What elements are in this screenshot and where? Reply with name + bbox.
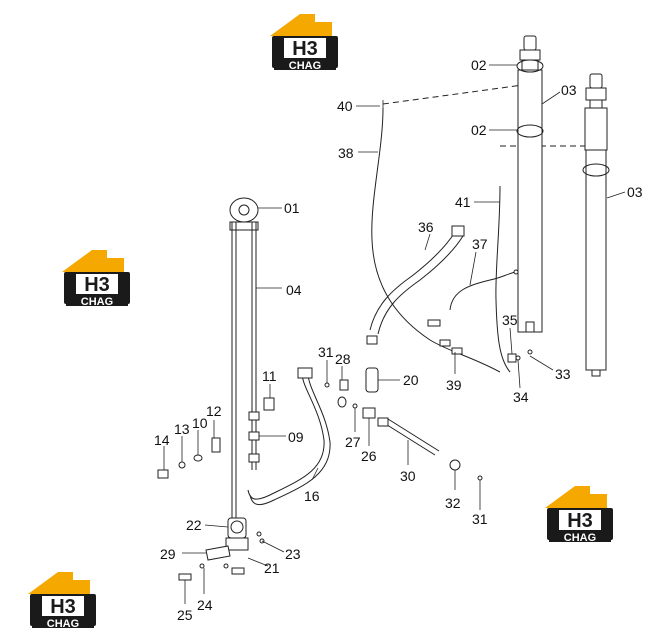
label-33: 33 — [555, 366, 571, 382]
label-10: 10 — [192, 415, 208, 431]
label-34: 34 — [513, 389, 529, 405]
label-09: 09 — [288, 429, 304, 445]
label-21: 21 — [264, 560, 280, 576]
label-04: 04 — [286, 282, 302, 298]
logo-mark: H3 — [292, 38, 318, 60]
logo-word: CHAG — [81, 296, 113, 308]
logo-mark: H3 — [84, 274, 110, 296]
brand-logo: H3 CHAG — [62, 250, 130, 308]
label-02: 02 — [471, 57, 487, 73]
label-03: 03 — [561, 82, 577, 98]
lift-cylinder-2 — [582, 73, 610, 377]
label-01: 01 — [284, 200, 300, 216]
brand-logo: H3 CHAG — [270, 14, 338, 72]
label-28: 28 — [335, 351, 351, 367]
label-31: 31 — [472, 511, 488, 527]
logo-word: CHAG — [289, 60, 321, 72]
brand-logo: H3 CHAG — [28, 572, 96, 630]
label-25: 25 — [177, 607, 193, 623]
valve-20 — [365, 367, 379, 393]
chain-assembly — [225, 197, 260, 551]
brand-logo: H3 CHAG — [545, 486, 613, 544]
label-38: 38 — [338, 145, 354, 161]
label-31: 31 — [318, 344, 334, 360]
label-27: 27 — [345, 434, 361, 450]
label-41: 41 — [455, 194, 471, 210]
part-labels: 01 02 02 03 03 04 09 10 11 12 13 14 16 2… — [154, 57, 643, 623]
fastener-stack — [157, 397, 275, 479]
leader-lines — [163, 64, 626, 604]
lift-cylinder-1 — [516, 35, 544, 333]
label-02: 02 — [471, 122, 487, 138]
label-03: 03 — [627, 184, 643, 200]
logo-mark: H3 — [567, 510, 593, 532]
bracket-assembly — [178, 531, 265, 581]
label-23: 23 — [285, 546, 301, 562]
label-14: 14 — [154, 432, 170, 448]
label-26: 26 — [361, 448, 377, 464]
label-30: 30 — [400, 468, 416, 484]
label-39: 39 — [446, 377, 462, 393]
label-11: 11 — [262, 368, 277, 384]
label-37: 37 — [472, 236, 488, 252]
label-40: 40 — [337, 98, 353, 114]
label-24: 24 — [197, 597, 213, 613]
label-32: 32 — [445, 495, 461, 511]
label-13: 13 — [174, 421, 190, 437]
label-29: 29 — [160, 546, 176, 562]
label-16: 16 — [304, 488, 320, 504]
label-35: 35 — [502, 312, 518, 328]
logo-word: CHAG — [47, 618, 79, 630]
label-22: 22 — [186, 517, 202, 533]
label-12: 12 — [206, 403, 222, 419]
label-20: 20 — [403, 372, 419, 388]
logo-mark: H3 — [50, 596, 76, 618]
logo-word: CHAG — [564, 532, 596, 544]
label-36: 36 — [418, 219, 434, 235]
